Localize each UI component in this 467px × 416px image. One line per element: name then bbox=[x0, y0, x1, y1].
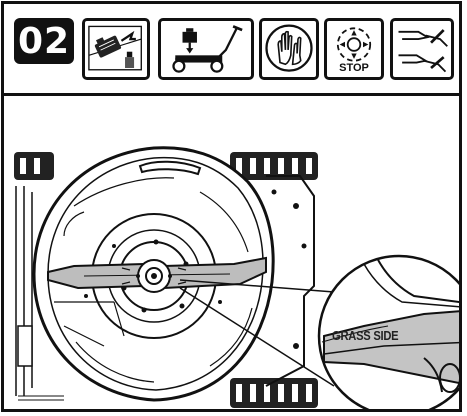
gloves-icon bbox=[259, 18, 319, 80]
instruction-panel: 02 bbox=[1, 1, 462, 412]
step-header: 02 bbox=[4, 4, 459, 96]
mower-icon bbox=[158, 18, 254, 80]
stop-label: STOP bbox=[339, 62, 369, 74]
mower-underside-illustration: GRASS SIDE bbox=[4, 96, 459, 409]
step-number-badge: 02 bbox=[14, 18, 74, 64]
blade-stop-icon: STOP bbox=[324, 18, 384, 80]
grass-side-label: GRASS SIDE bbox=[332, 328, 399, 343]
battery-removal-icon bbox=[82, 18, 150, 80]
hands-caution-icon bbox=[390, 18, 454, 80]
